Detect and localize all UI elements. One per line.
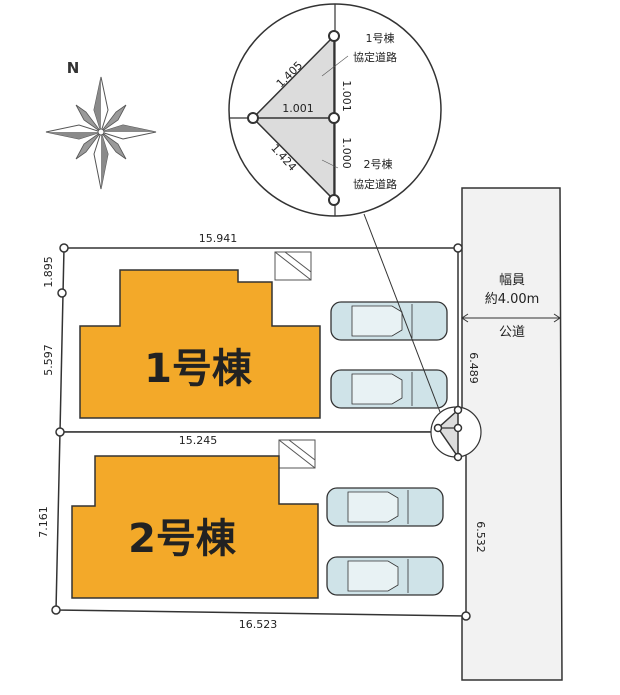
road-width-label-line1: 幅員 [499,273,525,288]
building-1 [79,269,321,419]
detail-lot2-note-line2: 協定道路 [353,177,397,191]
detail-lot2-note-line1: 2号棟 [364,157,393,171]
road-width-label-line2: 約4.00m [485,292,540,307]
road-label-bg [470,268,554,314]
dim-lot1-left-upper: 1.895 [42,256,55,288]
dim-lot2-left: 7.161 [37,506,50,538]
road-type-label: 公道 [499,325,525,340]
compass-north-label: N [67,59,80,77]
dim-lot1-left-lower: 5.597 [42,344,55,376]
building-2-label: 2号棟 [128,516,237,562]
dim-lot1-top: 15.941 [199,232,238,245]
dim-lot-divider: 15.245 [179,434,218,447]
road-width-arrowhead-left [461,313,469,323]
parking-car-3 [326,487,444,527]
dim-lot2-right: 6.532 [474,521,487,553]
boundary-markers [51,243,471,621]
road-width-arrowhead-right [553,313,561,323]
detail-lot1-note-line1: 1号棟 [366,31,395,45]
detail-vertical-lower-dim: 1.000 [340,137,353,169]
dim-lot2-bottom: 16.523 [239,618,278,631]
detail-middle-edge-dim: 1.001 [282,102,314,115]
compass-rose-icon [45,76,157,190]
detail-lot1-note-line2: 協定道路 [353,50,397,64]
detail-vertical-upper-dim: 1.001 [340,80,353,112]
shared-road-marker [437,408,459,460]
dim-lot1-right: 6.489 [467,352,480,384]
building-2 [71,455,319,599]
detail-leader-line [363,213,441,413]
road-type-bg [488,322,536,340]
parking-car-1 [330,301,448,341]
parking-car-4 [326,556,444,596]
parking-car-2 [330,369,448,409]
building-1-label: 1号棟 [144,346,253,392]
